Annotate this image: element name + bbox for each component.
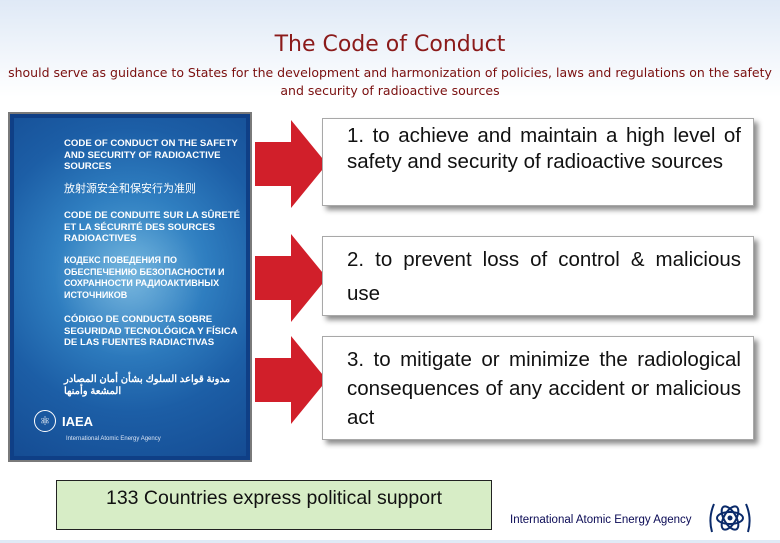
slide-subtitle: should serve as guidance to States for t… (8, 65, 772, 98)
cover-title-spanish: CÓDIGO DE CONDUCTA SOBRE SEGURIDAD TECNO… (64, 314, 238, 348)
arrow-right-icon (255, 120, 327, 208)
support-callout: 133 Countries express political support (56, 480, 492, 530)
cover-title-chinese: 放射源安全和保安行为准则 (64, 183, 196, 195)
cover-background: CODE OF CONDUCT ON THE SAFETY AND SECURI… (14, 118, 246, 456)
cover-logo-text: IAEA (62, 413, 94, 429)
cover-title-french: CODE DE CONDUITE SUR LA SÛRETÉ ET LA SÉC… (64, 210, 241, 244)
cover-title-arabic: مدونة قواعد السلوك بشأن أمان المصادر الم… (64, 374, 231, 397)
atom-icon: ⚛ (34, 410, 56, 432)
cover-iaea-logo: ⚛ IAEA (34, 410, 93, 432)
radiation-symbol-watermark (54, 208, 204, 358)
arrow-right-icon (255, 336, 327, 424)
iaea-emblem-icon (706, 498, 754, 543)
goal-box-3: 3. to mitigate or minimize the radiologi… (322, 336, 754, 440)
goal-box-1: 1. to achieve and maintain a high level … (322, 118, 754, 206)
cover-title-english: CODE OF CONDUCT ON THE SAFETY AND SECURI… (64, 138, 238, 172)
arrow-right-icon (255, 234, 327, 322)
code-of-conduct-cover-image: CODE OF CONDUCT ON THE SAFETY AND SECURI… (8, 112, 252, 462)
cover-logo-subtext: International Atomic Energy Agency (66, 436, 161, 442)
slide-title: The Code of Conduct (274, 32, 506, 57)
cover-title-russian: КОДЕКС ПОВЕДЕНИЯ ПО ОБЕСПЕЧЕНИЮ БЕЗОПАСН… (64, 255, 225, 300)
footer-agency-name: International Atomic Energy Agency (510, 514, 692, 526)
goal-box-2: 2. to prevent loss of control & maliciou… (322, 236, 754, 316)
